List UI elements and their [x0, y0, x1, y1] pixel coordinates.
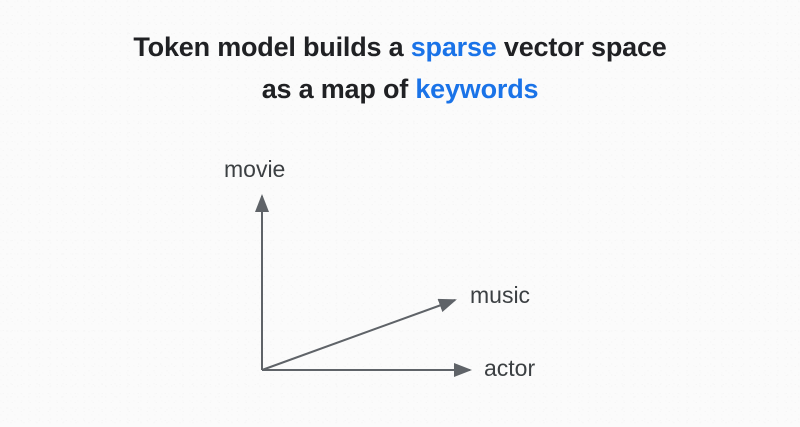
- page-title: Token model builds a sparse vector space…: [0, 26, 800, 110]
- title-line-2: as a map of keywords: [0, 68, 800, 110]
- title-keyword-sparse: sparse: [410, 32, 497, 62]
- axis-label-actor: actor: [484, 355, 536, 381]
- title-line-1: Token model builds a sparse vector space: [0, 26, 800, 68]
- vector-space-diagram: movie music actor: [0, 130, 800, 420]
- axis-label-movie: movie: [224, 156, 286, 182]
- axis-label-music: music: [470, 282, 531, 308]
- title-line-1-text-after: vector space: [496, 32, 667, 62]
- title-keyword-keywords: keywords: [415, 74, 539, 104]
- title-line-2-text-before: as a map of: [261, 74, 416, 104]
- title-line-1-text-before: Token model builds a: [133, 32, 411, 62]
- axes-svg: [255, 194, 472, 377]
- axis-line-music: [261, 298, 457, 371]
